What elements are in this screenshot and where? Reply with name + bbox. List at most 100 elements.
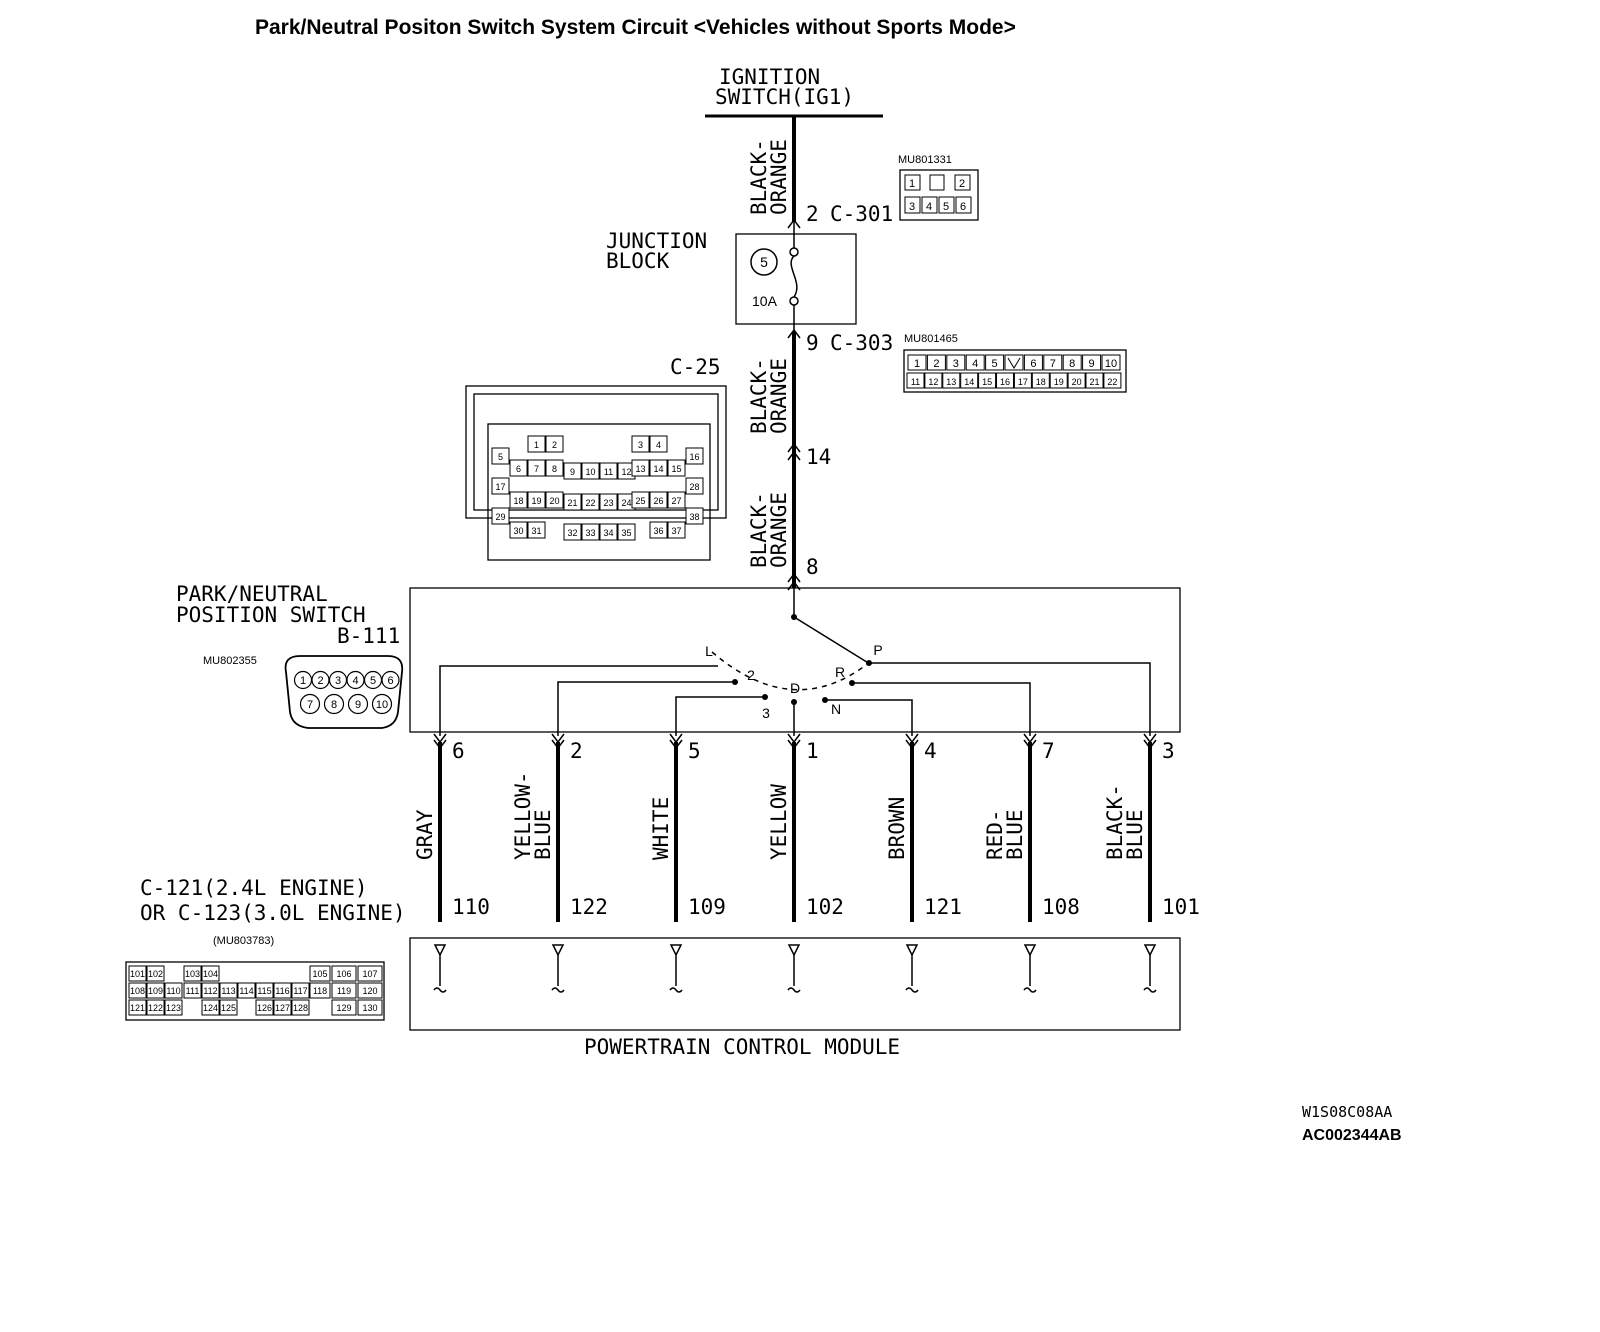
c25-pin-number: 7	[534, 464, 539, 474]
c303-pin-number: 18	[1036, 377, 1046, 387]
c25-pin-cell	[685, 447, 704, 465]
output-wires: 6110GRAY2122YELLOW-BLUE5109WHITE1102YELL…	[413, 733, 1200, 993]
c25-pin-cell	[617, 523, 636, 541]
pcm-pin-cell	[164, 999, 183, 1016]
c303-pin-cell	[924, 372, 943, 389]
pos-n-label: N	[831, 701, 841, 717]
c25-pin-cell	[509, 459, 528, 477]
pcm-pin-number: 107	[362, 969, 377, 979]
selector-arc	[711, 651, 871, 691]
pcm-pin-number: 129	[336, 1003, 351, 1013]
pcm-pin-number: 130	[362, 1003, 377, 1013]
c25-pin-cell	[563, 523, 582, 541]
c25-pin-number: 29	[495, 512, 505, 522]
route-L	[439, 665, 718, 736]
c25-pin-number: 8	[552, 464, 557, 474]
c25-pin-number: 24	[621, 498, 631, 508]
fuse-number-circle	[750, 248, 778, 276]
c25-name: C-25	[670, 355, 721, 379]
c303-name: C-303	[830, 331, 893, 355]
wire-color-upper3-a: BLACK-	[747, 492, 771, 568]
pcm-part-number: (MU803783)	[213, 935, 274, 947]
c303-pin-number: 20	[1072, 377, 1082, 387]
pcm-pin-cell	[128, 999, 147, 1016]
svg-text:1: 1	[909, 178, 915, 190]
figure-code-2: AC002344AB	[1302, 1127, 1402, 1144]
wire-color-label: BLACK-	[1103, 784, 1127, 860]
c25-pin-cell	[685, 477, 704, 495]
c25-pin-cell	[581, 493, 600, 511]
c303-pin-cell	[926, 354, 946, 371]
c25-pin-cell	[545, 491, 564, 509]
pcm-pin-number: 105	[312, 969, 327, 979]
c25-pin-number: 15	[671, 464, 681, 474]
c303-pin: 9	[806, 331, 819, 355]
c303-pin-number: 19	[1054, 377, 1064, 387]
pcm-pin-number: 115	[257, 986, 271, 996]
switch-internal: L 2 3 D N R P	[439, 588, 1151, 736]
pos-l-label: L	[705, 643, 713, 659]
c303-part-number: MU801465	[904, 333, 958, 345]
c25-pin-number: 4	[656, 440, 661, 450]
pcm-pin-cell	[146, 982, 165, 999]
pcm-connector-line2: OR C-123(3.0L ENGINE)	[140, 901, 406, 925]
junction-label-line2: BLOCK	[606, 249, 670, 273]
pcm-pin-cell	[331, 982, 357, 999]
pcm-pin-number: 108	[130, 986, 145, 996]
c303-pin-number: 3	[953, 358, 959, 370]
pcm-pin-number: 118	[313, 986, 327, 996]
c25-pin-cell	[509, 521, 528, 539]
pcm-pin-number: 113	[221, 986, 235, 996]
c25-pin-number: 26	[653, 496, 663, 506]
pcm-pin-cell	[309, 965, 331, 982]
c303-pin-cell	[906, 372, 925, 389]
ground-tilde-icon	[1023, 987, 1037, 993]
c25-pin-number: 28	[689, 482, 699, 492]
c303-pin-number: 21	[1089, 377, 1099, 387]
c25-pin-number: 11	[604, 467, 613, 477]
svg-text:4: 4	[926, 201, 932, 213]
ground-tilde-icon	[905, 987, 919, 993]
pcm-pin-number: 121	[130, 1003, 145, 1013]
ground-tilde-icon	[787, 987, 801, 993]
pcm-pin-number: 117	[293, 986, 307, 996]
c303-pin-number: 2	[933, 358, 939, 370]
c303-pin-number: 7	[1050, 358, 1056, 370]
c25-pin-number: 18	[513, 496, 523, 506]
c303-blank-cell	[1004, 354, 1024, 371]
wire-color-upper1-a: BLACK-	[747, 139, 771, 215]
switch-box	[409, 587, 1181, 733]
c25-pin-number: 16	[689, 452, 699, 462]
c25-pin-number: 2	[552, 440, 557, 450]
c25-pin-cell	[631, 459, 650, 477]
b111-part-number: MU802355	[203, 655, 257, 667]
c25-pin-cell	[509, 491, 528, 509]
wire-color-label: BROWN	[885, 797, 909, 860]
pcm-pin-number: 122	[148, 1003, 163, 1013]
pcm-pin-cell	[164, 982, 183, 999]
c25-pin-number: 23	[603, 498, 613, 508]
c25-arrow-icon	[787, 442, 801, 461]
c25-pin-number: 33	[585, 528, 595, 538]
pcm-pin-number: 102	[148, 969, 163, 979]
pcm-pin-cell	[201, 999, 220, 1016]
b111-pin-number: 1	[300, 675, 306, 687]
pcm-pin-number: 116	[275, 986, 289, 996]
switch-pin-number: 4	[924, 739, 937, 763]
wire-color-label: BLUE	[531, 809, 555, 860]
route-3	[675, 696, 765, 736]
c25-pin-cell	[527, 491, 546, 509]
c303-pin-number: 9	[1089, 358, 1095, 370]
wire-color-label: RED-	[983, 809, 1007, 860]
junction-block-box	[735, 233, 857, 325]
pcm-pin-number: 104	[203, 969, 218, 979]
c25-pin-cell	[599, 523, 618, 541]
c25-pin-number: 27	[671, 496, 681, 506]
pcm-terminal-icon	[433, 944, 447, 957]
pcm-pin-number: 124	[203, 1003, 218, 1013]
switch-contact-arm	[793, 616, 871, 665]
c303-pin-number: 10	[1105, 358, 1117, 370]
